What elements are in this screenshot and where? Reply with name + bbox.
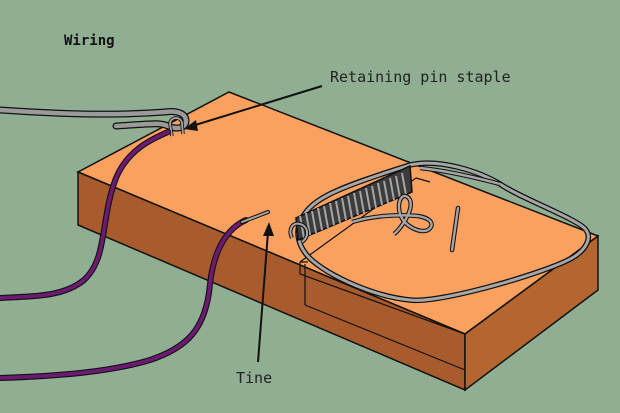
diagram-title: Wiring <box>64 33 115 49</box>
label-tine: Tine <box>236 369 272 387</box>
label-retaining-pin-staple: Retaining pin staple <box>330 68 511 86</box>
gray-wire <box>0 110 186 128</box>
